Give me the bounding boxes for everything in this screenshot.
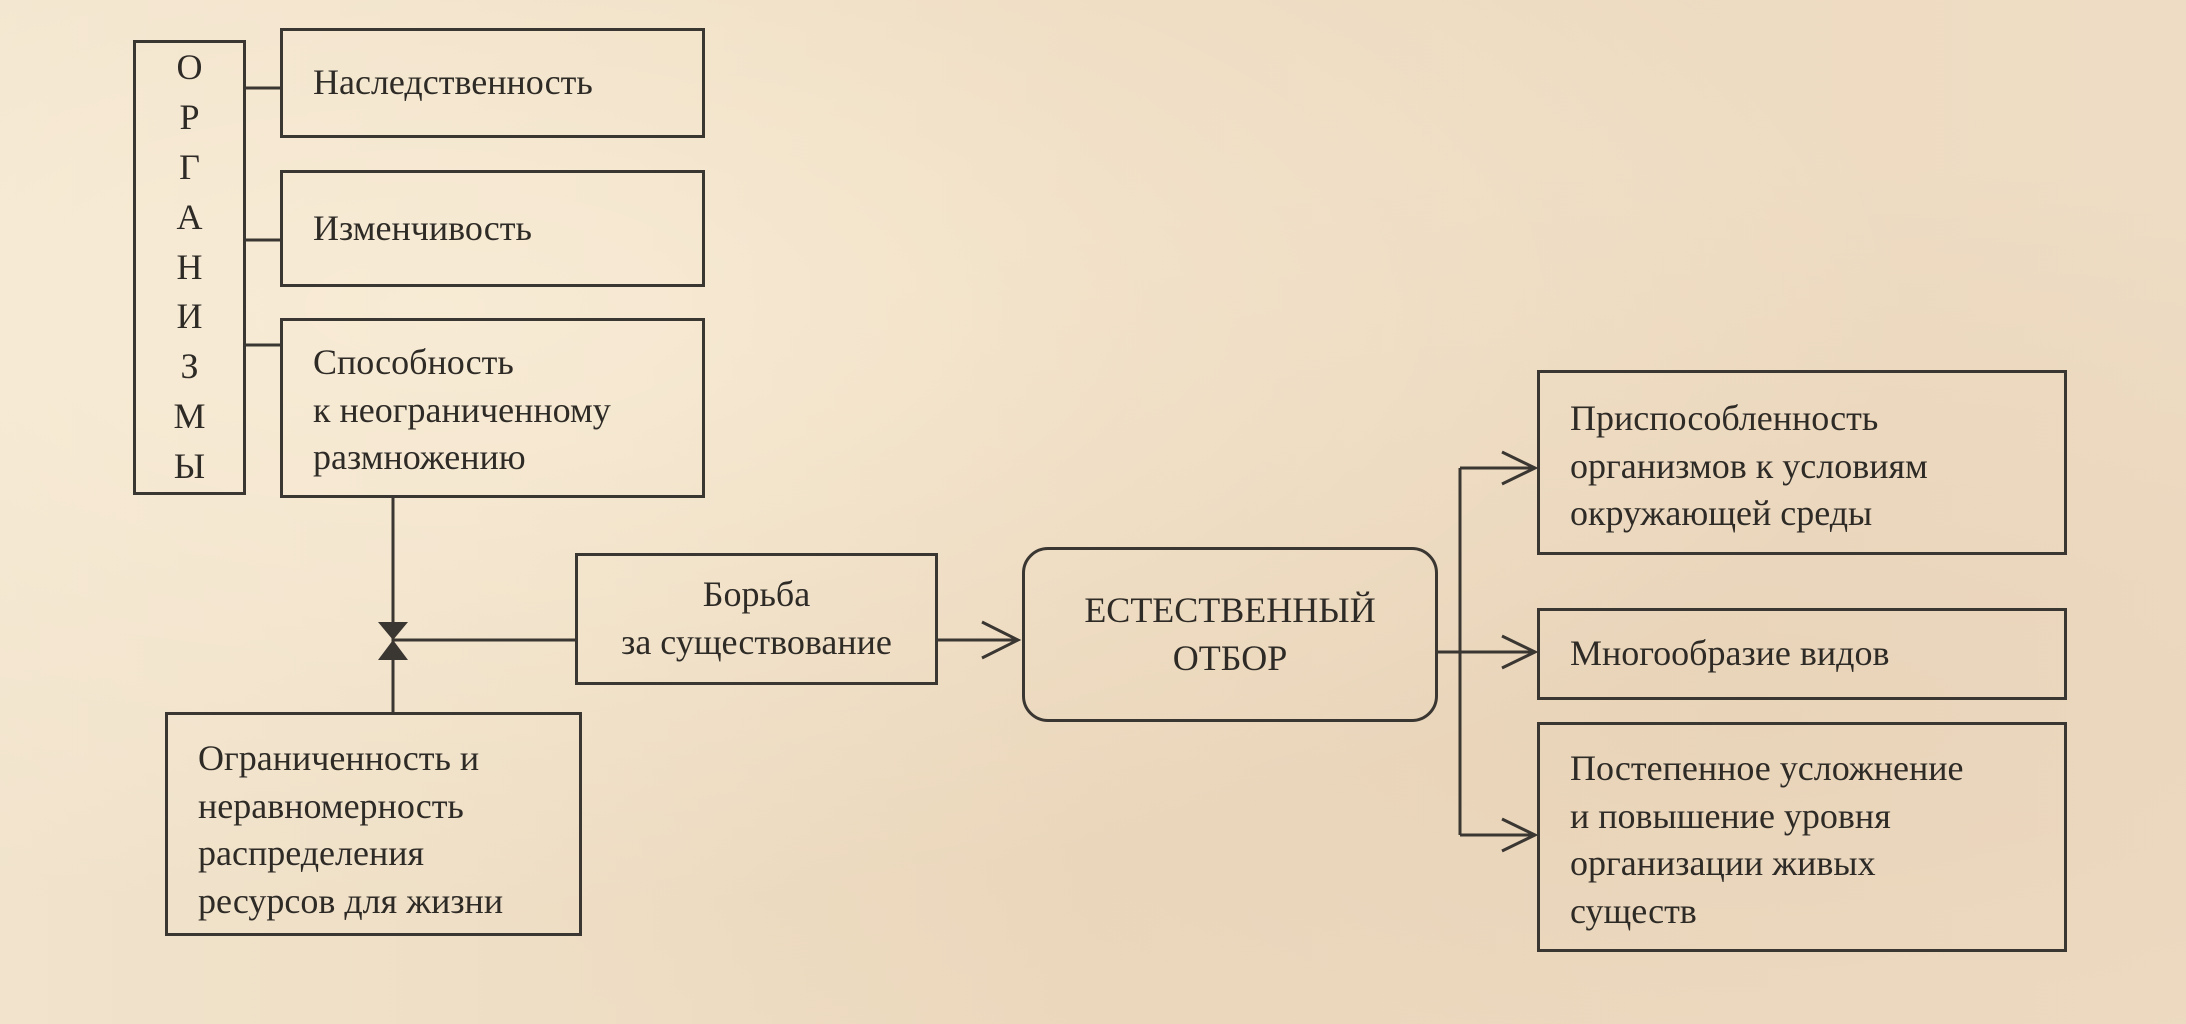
complexity-box: Постепенное усложнение и повышение уровн… — [1537, 722, 2067, 952]
complexity-line: и повышение уровня — [1570, 795, 1891, 836]
organisms-letter: О — [176, 47, 203, 87]
struggle-box: Борьба за существование — [575, 553, 938, 685]
junction-mark — [378, 622, 408, 660]
resources-line: неравномерность — [198, 785, 464, 826]
organisms-letter: Ы — [173, 446, 206, 486]
variability-label: Изменчивость — [313, 207, 532, 248]
organisms-letter: Р — [179, 96, 200, 137]
organisms-letter: И — [176, 296, 203, 337]
adaptation-line: Приспособленность — [1570, 398, 1879, 438]
heredity-box: Наследственность — [280, 28, 705, 138]
complexity-line: существ — [1570, 890, 1697, 931]
struggle-line: Борьба — [702, 574, 811, 615]
reproduction-line: Способность — [313, 342, 514, 382]
organisms-letter: Н — [176, 246, 203, 287]
arrowhead-complexity — [1501, 817, 1539, 853]
reproduction-line: размножению — [313, 437, 526, 478]
resources-line: распределения — [198, 833, 425, 874]
arrowhead-adaptation — [1501, 450, 1539, 486]
selection-line: ЕСТЕСТВЕННЫЙ — [1084, 589, 1376, 630]
organisms-box: О Р Г А Н И З М Ы — [133, 40, 246, 495]
organisms-letter: А — [176, 196, 203, 237]
limited-resources-box: Ограниченность и неравномерность распред… — [165, 712, 582, 936]
reproduction-line: к неограниченному — [313, 389, 611, 430]
complexity-line: организации живых — [1570, 843, 1876, 884]
organisms-letter: М — [173, 396, 206, 437]
resources-line: Ограниченность и — [198, 738, 480, 778]
adaptation-box: Приспособленность организмов к условиям … — [1537, 370, 2067, 555]
adaptation-line: окружающей среды — [1570, 493, 1873, 534]
resources-line: ресурсов для жизни — [198, 880, 504, 921]
natural-selection-box: ЕСТЕСТВЕННЫЙ ОТБОР — [1022, 547, 1438, 722]
organisms-letter: З — [180, 346, 199, 387]
complexity-line: Постепенное усложнение — [1570, 748, 1964, 788]
struggle-line: за существование — [621, 622, 892, 662]
diversity-box: Многообразие видов — [1537, 608, 2067, 700]
variability-box: Изменчивость — [280, 170, 705, 287]
heredity-label: Наследственность — [313, 62, 593, 103]
diversity-label: Многообразие видов — [1570, 633, 1890, 674]
arrowhead-diversity — [1501, 634, 1539, 670]
selection-line: ОТБОР — [1172, 637, 1288, 678]
organisms-letter: Г — [179, 146, 200, 187]
adaptation-line: организмов к условиям — [1570, 445, 1928, 486]
reproduction-box: Способность к неограниченному размножени… — [280, 318, 705, 498]
arrowhead-selection — [981, 620, 1022, 660]
